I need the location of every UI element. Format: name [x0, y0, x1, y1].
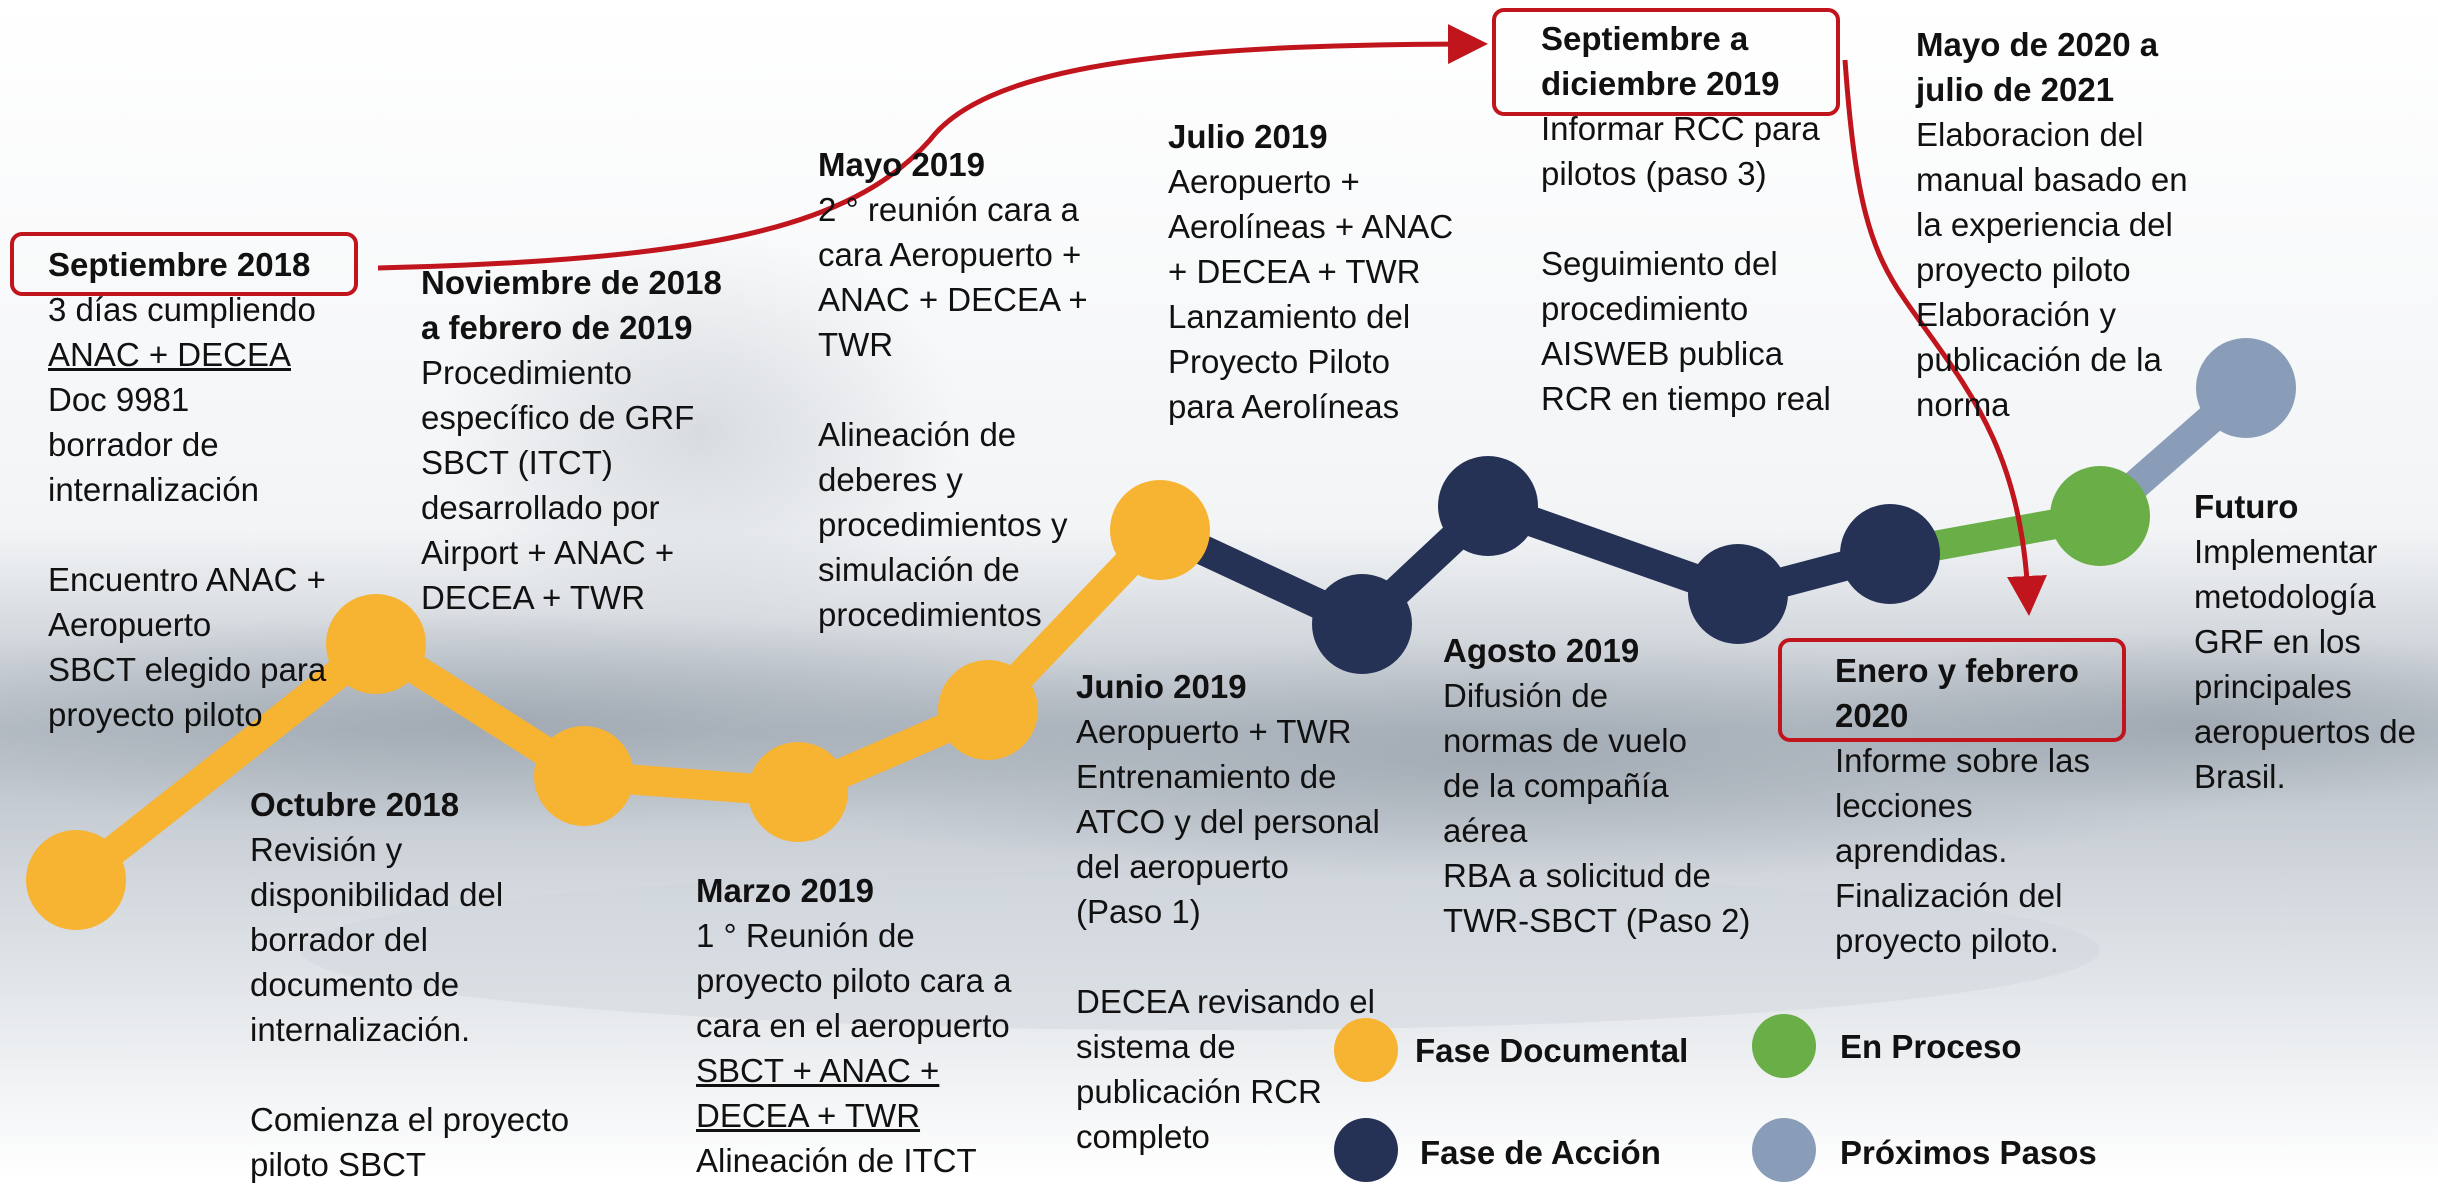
event-title: Julio 2019 [1168, 118, 1328, 155]
highlight-box-sep-dic-2019 [1492, 8, 1840, 116]
event-nov-2018-feb-2019: Noviembre de 2018 a febrero de 2019 Proc… [421, 264, 722, 616]
legend-label-accion: Fase de Acción [1420, 1134, 1661, 1171]
timeline-node-documental [26, 830, 126, 930]
timeline-node-accion [1438, 456, 1538, 556]
arrow-to-sep-2019 [377, 24, 1488, 271]
legend-dot-proximos [1752, 1118, 1816, 1182]
legend-dot-documental [1334, 1018, 1398, 1082]
event-title: Futuro [2194, 488, 2299, 525]
timeline-node-documental [748, 742, 848, 842]
event-futuro: Futuro Implementar metodología GRF en lo… [2194, 484, 2416, 799]
timeline-node-accion [1688, 544, 1788, 644]
arrow-to-jan-2020 [1842, 59, 2047, 616]
event-jun-2019: Junio 2019 Aeropuerto + TWR Entrenamient… [1076, 664, 1380, 1159]
timeline-node-documental [1110, 480, 1210, 580]
event-oct-2018: Octubre 2018 Revisión y disponibilidad d… [250, 782, 569, 1187]
event-sep-dic-2019: Septiembre a diciembre 2019 Informar RCC… [1541, 20, 1831, 417]
event-jul-2019: Julio 2019 Aeropuerto + Aerolíneas + ANA… [1168, 114, 1453, 429]
timeline-node-documental [326, 594, 426, 694]
timeline-node-proximos [2196, 338, 2296, 438]
event-title: Septiembre 2018 [48, 246, 311, 283]
legend-label-proximos: Próximos Pasos [1840, 1134, 2097, 1171]
legend-dot-proceso [1752, 1014, 1816, 1078]
event-mar-2019: Marzo 2019 1 ° Reunión de proyecto pilot… [696, 868, 1012, 1183]
timeline-node-accion [1840, 504, 1940, 604]
timeline-node-documental [938, 660, 1038, 760]
legend-label-proceso: En Proceso [1840, 1028, 2022, 1065]
timeline-node-proceso [2050, 466, 2150, 566]
timeline-node-accion [1312, 574, 1412, 674]
legend-label-documental: Fase Documental [1415, 1032, 1689, 1069]
event-title: Marzo 2019 [696, 872, 874, 909]
event-sep-2018: Septiembre 2018 3 días cumpliendo ANAC +… [48, 242, 326, 737]
highlight-box-ene-feb-2020 [1778, 638, 2126, 742]
event-title: Agosto 2019 [1443, 632, 1640, 669]
event-ene-feb-2020: Enero y febrero 2020 Informe sobre las l… [1835, 652, 2090, 959]
timeline-segment [61, 629, 391, 895]
event-may-2019: Mayo 2019 2 ° reunión cara a cara Aeropu… [818, 142, 1088, 637]
event-title: Mayo 2019 [818, 146, 985, 183]
event-title: Octubre 2018 [250, 786, 460, 823]
timeline-node-documental [534, 726, 634, 826]
event-ago-2019: Agosto 2019 Difusión de normas de vuelo … [1443, 628, 1750, 943]
event-may-2020-jul-2021: Mayo de 2020 a julio de 2021 Elaboracion… [1916, 26, 2188, 423]
event-title: Junio 2019 [1076, 668, 1247, 705]
highlight-box-sep-2018 [10, 232, 358, 296]
legend-dot-accion [1334, 1118, 1398, 1182]
